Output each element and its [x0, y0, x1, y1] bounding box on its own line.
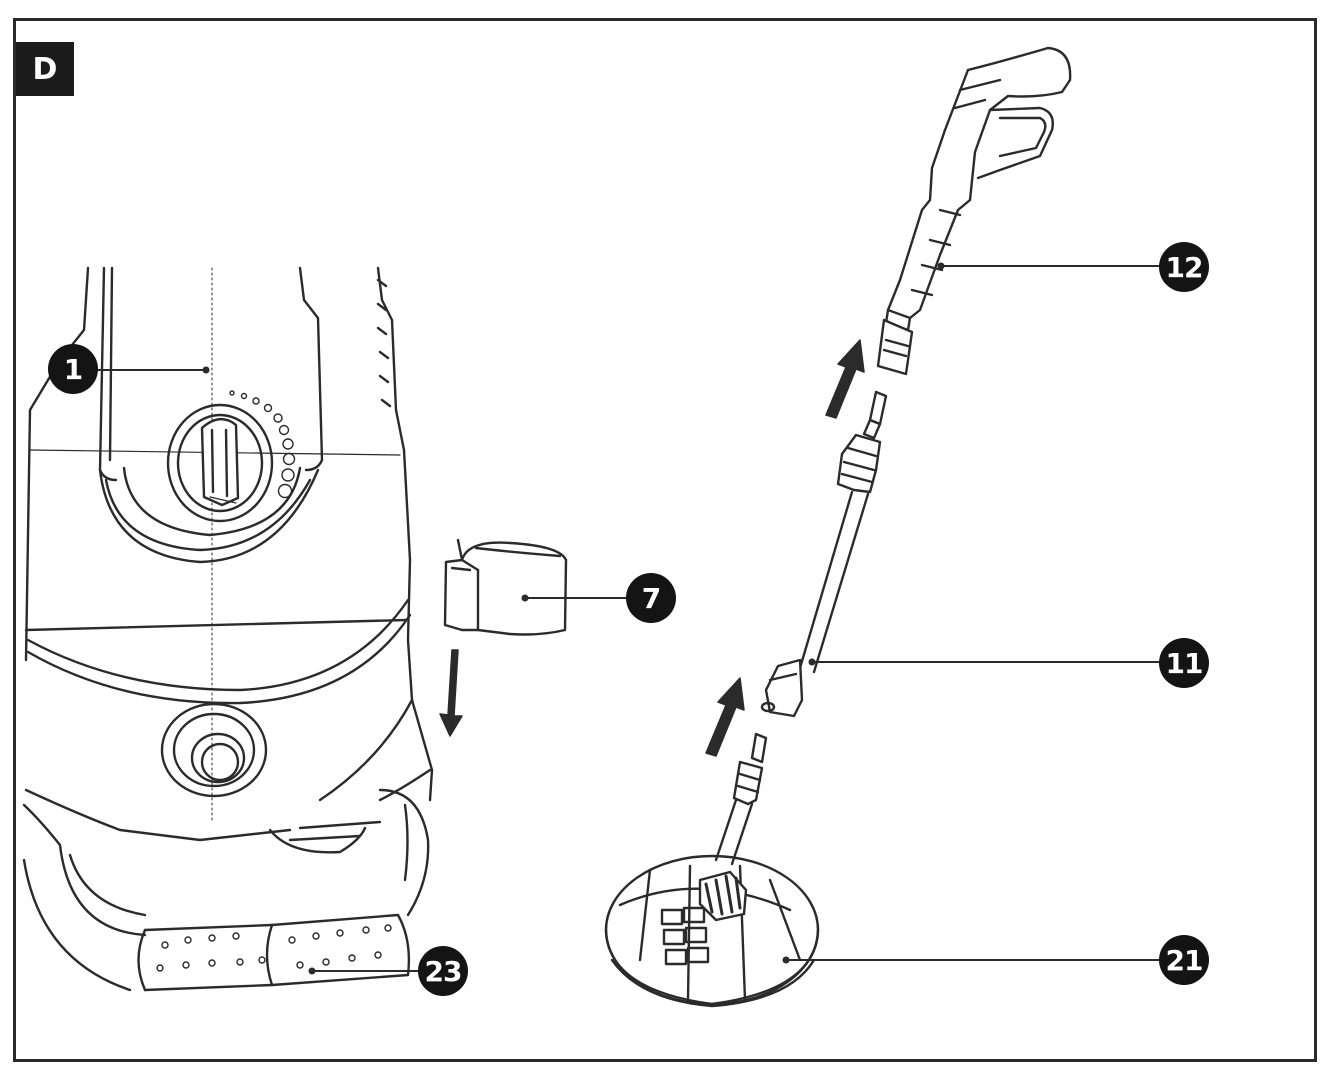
callout-23: 23 — [418, 946, 468, 996]
down-arrow — [439, 649, 463, 737]
section-label: D — [16, 42, 74, 96]
washer-body — [22, 266, 434, 992]
up-arrow — [825, 339, 865, 419]
lance-extension — [760, 390, 888, 718]
spray-gun — [876, 46, 1072, 376]
hose-clip — [443, 538, 568, 636]
surface-cleaner — [604, 732, 820, 1008]
callout-1: 1 — [48, 344, 98, 394]
callout-11: 11 — [1159, 638, 1209, 688]
figure-frame — [13, 18, 1317, 1062]
callout-12: 12 — [1159, 242, 1209, 292]
callout-21: 21 — [1159, 935, 1209, 985]
callout-7: 7 — [626, 573, 676, 623]
up-arrow — [705, 677, 745, 757]
leader-lines — [97, 265, 1161, 972]
